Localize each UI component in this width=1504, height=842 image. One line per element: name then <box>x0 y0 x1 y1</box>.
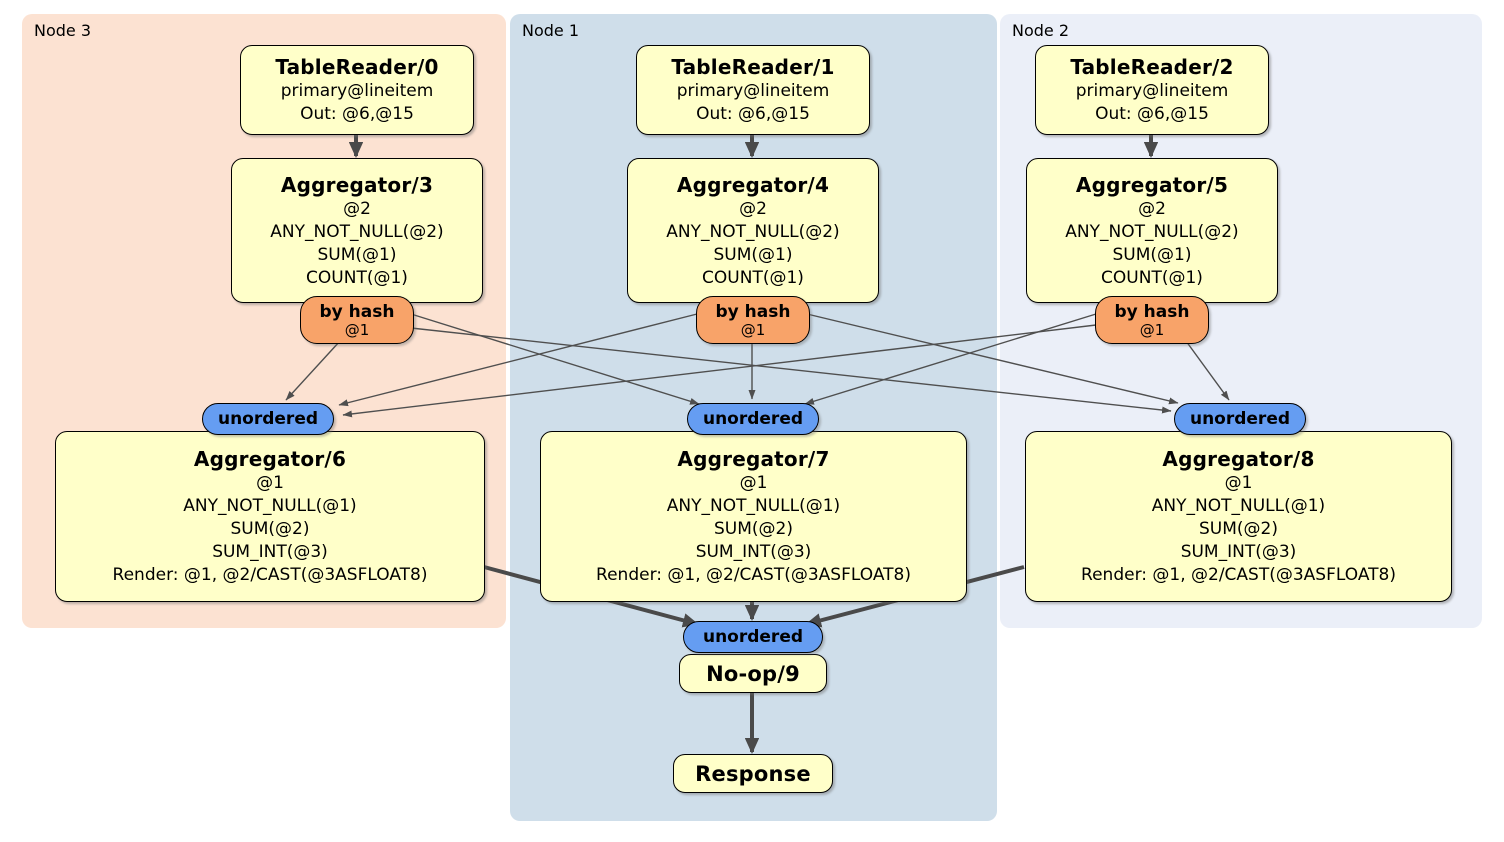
aggregator-6-line: SUM_INT(@3) <box>212 542 328 562</box>
hash-router-node1-label: by hash <box>715 301 791 322</box>
sync-node1-label: unordered <box>702 409 804 429</box>
sync-final-label: unordered <box>702 627 804 647</box>
edge-hash2-sync3 <box>342 324 1097 418</box>
aggregator-6-line: ANY_NOT_NULL(@1) <box>183 496 357 516</box>
aggregator-5-title: Aggregator/5 <box>1075 172 1229 197</box>
tablereader-0-title: TableReader/0 <box>275 55 439 79</box>
aggregator-7-box: Aggregator/7 @1 ANY_NOT_NULL(@1) SUM(@2)… <box>540 431 967 602</box>
edge-hash1-sync3 <box>338 313 698 407</box>
hash-router-node3: by hash @1 <box>300 296 414 344</box>
aggregator-8-box: Aggregator/8 @1 ANY_NOT_NULL(@1) SUM(@2)… <box>1025 431 1452 602</box>
response-title: Response <box>695 761 811 786</box>
aggregator-8-line: Render: @1, @2/CAST(@3ASFLOAT8) <box>1081 565 1396 585</box>
aggregator-8-line: SUM_INT(@3) <box>1180 542 1297 562</box>
hash-router-node3-detail: @1 <box>344 320 370 339</box>
tablereader-2-title: TableReader/2 <box>1070 55 1234 79</box>
sync-node2: unordered <box>1174 403 1306 435</box>
hash-router-node2-detail: @1 <box>1139 320 1165 339</box>
hash-router-node1: by hash @1 <box>696 296 810 344</box>
edge-hash3-sync3 <box>285 340 341 401</box>
tablereader-1-box: TableReader/1 primary@lineitem Out: @6,@… <box>636 45 870 135</box>
aggregator-5-box: Aggregator/5 @2 ANY_NOT_NULL(@2) SUM(@1)… <box>1026 158 1278 303</box>
aggregator-6-box: Aggregator/6 @1 ANY_NOT_NULL(@1) SUM(@2)… <box>55 431 485 602</box>
aggregator-3-line: ANY_NOT_NULL(@2) <box>270 221 444 242</box>
hash-router-node2-label: by hash <box>1114 301 1190 322</box>
hash-router-node1-detail: @1 <box>740 320 766 339</box>
aggregator-5-line: COUNT(@1) <box>1101 267 1203 288</box>
aggregator-3-box: Aggregator/3 @2 ANY_NOT_NULL(@2) SUM(@1)… <box>231 158 483 303</box>
aggregator-4-box: Aggregator/4 @2 ANY_NOT_NULL(@2) SUM(@1)… <box>627 158 879 303</box>
aggregator-7-line: Render: @1, @2/CAST(@3ASFLOAT8) <box>596 565 911 585</box>
node2-label: Node 2 <box>1012 21 1070 40</box>
aggregator-4-title: Aggregator/4 <box>676 172 830 197</box>
aggregator-7-line: SUM_INT(@3) <box>695 542 812 562</box>
aggregator-6-title: Aggregator/6 <box>193 447 347 471</box>
sync-node2-label: unordered <box>1189 409 1291 429</box>
edge-hash1-sync2 <box>806 313 1179 405</box>
noop-9-box: No-op/9 <box>679 654 827 693</box>
tablereader-0-box: TableReader/0 primary@lineitem Out: @6,@… <box>240 45 474 135</box>
aggregator-7-line: ANY_NOT_NULL(@1) <box>666 496 841 516</box>
sync-node3: unordered <box>202 403 334 435</box>
sync-node3-label: unordered <box>217 409 319 429</box>
hash-router-node3-label: by hash <box>319 301 395 322</box>
aggregator-3-line: SUM(@1) <box>317 244 397 265</box>
sync-final: unordered <box>683 621 823 653</box>
aggregator-3-line: COUNT(@1) <box>306 267 408 288</box>
aggregator-8-line: SUM(@2) <box>1199 519 1278 539</box>
aggregator-6-line: @1 <box>256 473 284 493</box>
tablereader-0-index: primary@lineitem <box>280 81 434 101</box>
tablereader-2-index: primary@lineitem <box>1075 81 1229 101</box>
tablereader-1-index: primary@lineitem <box>676 81 830 101</box>
aggregator-7-title: Aggregator/7 <box>677 447 830 471</box>
edge-hash3-sync2 <box>410 327 1172 414</box>
aggregator-8-line: @1 <box>1224 473 1253 493</box>
sync-node1: unordered <box>687 403 819 435</box>
edge-hash2-sync2 <box>1185 340 1230 401</box>
aggregator-7-line: @1 <box>739 473 768 493</box>
aggregator-4-line: ANY_NOT_NULL(@2) <box>666 221 840 242</box>
tablereader-2-out: Out: @6,@15 <box>1095 104 1209 124</box>
aggregator-8-line: ANY_NOT_NULL(@1) <box>1151 496 1326 516</box>
response-box: Response <box>673 754 833 793</box>
edge-hash3-sync1 <box>410 313 700 405</box>
aggregator-8-title: Aggregator/8 <box>1162 447 1315 471</box>
tablereader-1-out: Out: @6,@15 <box>696 104 810 124</box>
aggregator-3-title: Aggregator/3 <box>280 172 434 197</box>
aggregator-5-line: SUM(@1) <box>1112 244 1192 265</box>
aggregator-3-line: @2 <box>343 198 371 219</box>
node3-label: Node 3 <box>34 21 92 40</box>
aggregator-4-line: @2 <box>739 198 767 219</box>
tablereader-0-out: Out: @6,@15 <box>300 104 414 124</box>
aggregator-5-line: @2 <box>1138 198 1166 219</box>
aggregator-6-line: SUM(@2) <box>230 519 310 539</box>
noop-9-title: No-op/9 <box>706 661 800 686</box>
tablereader-2-box: TableReader/2 primary@lineitem Out: @6,@… <box>1035 45 1269 135</box>
aggregator-6-line: Render: @1, @2/CAST(@3ASFLOAT8) <box>112 565 428 585</box>
hash-router-node2: by hash @1 <box>1095 296 1209 344</box>
aggregator-5-line: ANY_NOT_NULL(@2) <box>1065 221 1239 242</box>
aggregator-7-line: SUM(@2) <box>714 519 793 539</box>
router-sync-edges <box>285 313 1230 418</box>
aggregator-4-line: SUM(@1) <box>713 244 793 265</box>
aggregator-4-line: COUNT(@1) <box>702 267 804 288</box>
node1-label: Node 1 <box>522 21 580 40</box>
edge-hash2-sync1 <box>804 313 1097 405</box>
tablereader-1-title: TableReader/1 <box>671 55 835 79</box>
